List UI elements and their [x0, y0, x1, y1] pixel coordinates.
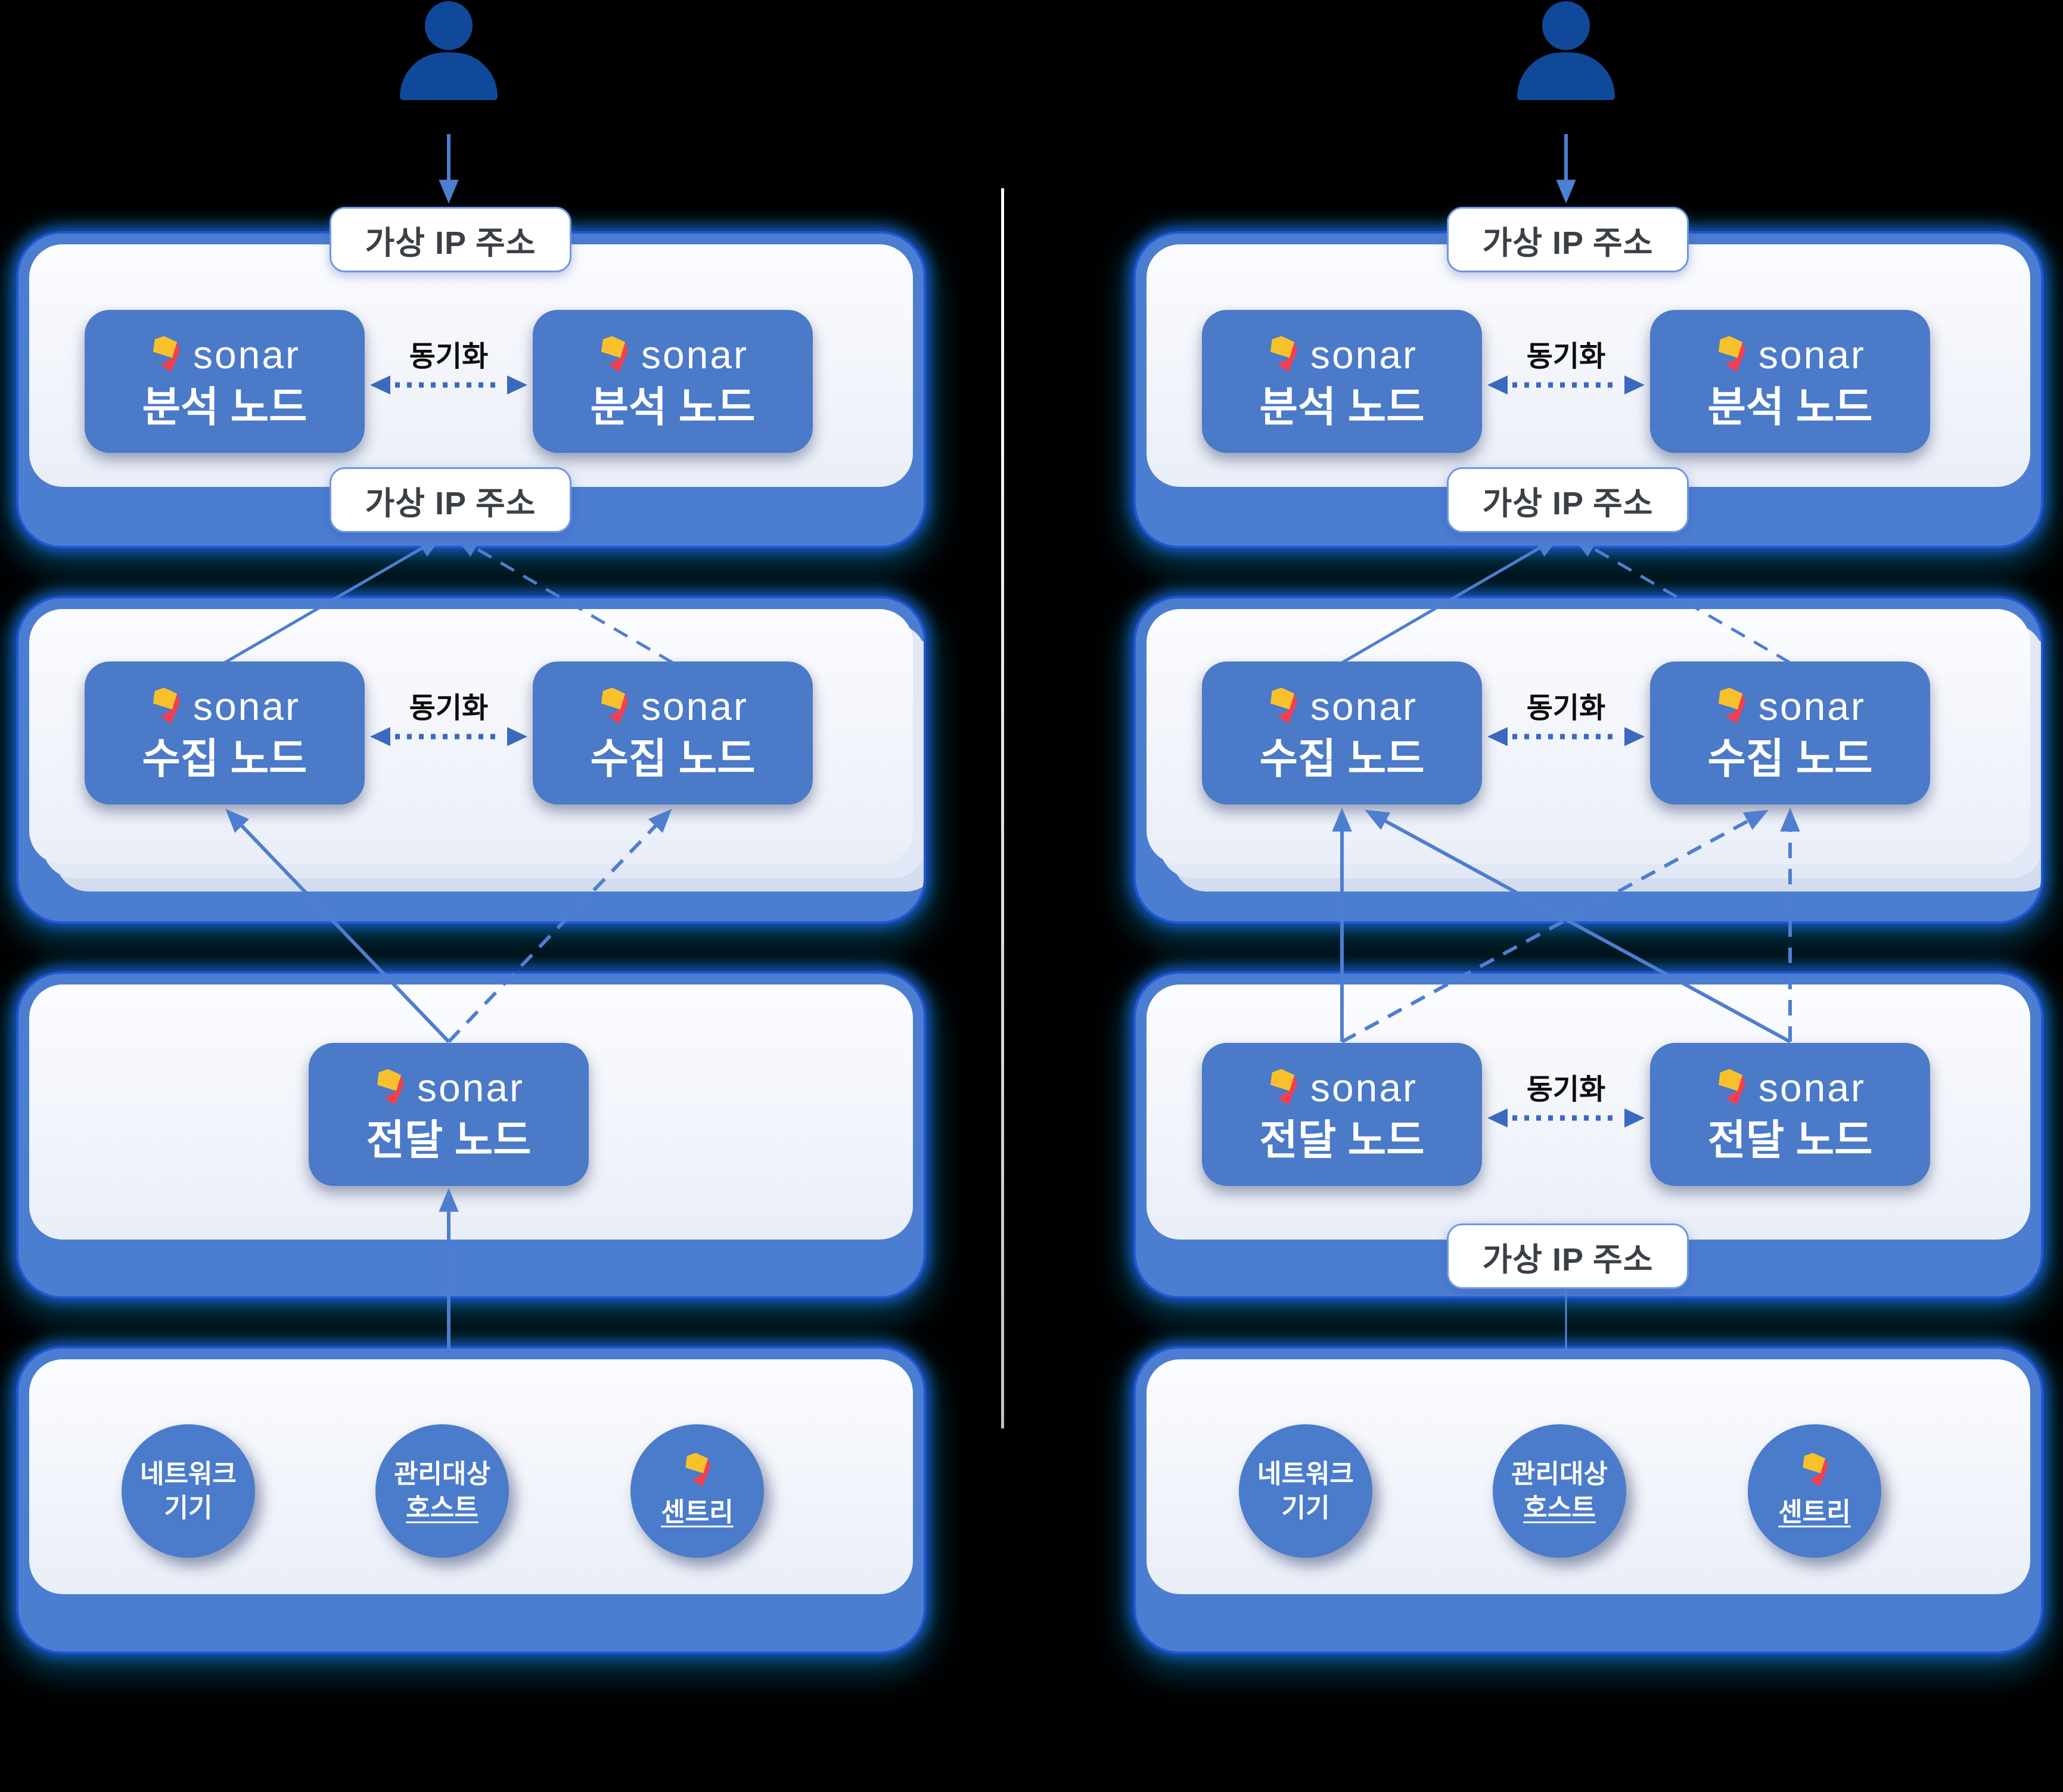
virtual-ip-label: 가상 IP 주소 [1447, 467, 1689, 533]
sonar-logo: sonar [1714, 335, 1866, 374]
node-label: 전달 노드 [366, 1117, 532, 1163]
sonar-logo: sonar [149, 335, 300, 374]
sentry-circle: 센트리 [630, 1424, 764, 1558]
collect-node-card: sonar 수집 노드 [1650, 661, 1930, 805]
sonar-logo: sonar [149, 687, 300, 726]
tier-forward-frame [18, 974, 924, 1296]
sync-label: 동기화 [1526, 692, 1606, 724]
node-label: 수집 노드 [1707, 735, 1873, 782]
node-label: 전달 노드 [1259, 1117, 1425, 1163]
managed-host-circle: 관리대상 호스트 [375, 1424, 509, 1558]
virtual-ip-label: 가상 IP 주소 [330, 467, 571, 533]
circle-label-line: 관리대상 [394, 1459, 490, 1489]
virtual-ip-text: 가상 IP 주소 [365, 225, 536, 261]
sonar-wordmark: sonar [1310, 333, 1418, 377]
sonar-logo: sonar [1714, 687, 1866, 726]
circle-label-line: 센트리 [661, 1498, 734, 1527]
sync-label: 동기화 [1526, 1074, 1606, 1105]
user-head-shape [1542, 1, 1590, 50]
sonar-wordmark: sonar [641, 684, 749, 728]
virtual-ip-text: 가상 IP 주소 [1482, 1241, 1654, 1278]
circle-label-line: 센트리 [1778, 1498, 1851, 1527]
sonar-wordmark: sonar [1758, 684, 1866, 728]
sonar-wordmark: sonar [641, 333, 749, 377]
sonar-wordmark: sonar [1758, 333, 1866, 377]
left-connector-lines [223, 134, 674, 1349]
virtual-ip-label: 가상 IP 주소 [330, 207, 571, 272]
node-label: 분석 노드 [590, 384, 756, 430]
node-label: 전달 노드 [1707, 1117, 1873, 1163]
forward-node-card: sonar 전달 노드 [1202, 1043, 1482, 1186]
node-label: 분석 노드 [1259, 384, 1425, 430]
circle-label-line: 관리대상 [1511, 1459, 1608, 1489]
user-icon [377, 0, 520, 101]
collect-node-card: sonar 수집 노드 [533, 661, 813, 805]
network-device-circle: 네트워크 기기 [122, 1424, 255, 1558]
sonar-wordmark: sonar [417, 1066, 525, 1110]
sonar-logo: sonar [373, 1068, 524, 1107]
sonar-logo: sonar [597, 335, 748, 374]
sonar-logo: sonar [1266, 1068, 1418, 1107]
column-divider [1001, 188, 1004, 1428]
virtual-ip-text: 가상 IP 주소 [365, 485, 536, 521]
circle-label-line: 호스트 [406, 1493, 479, 1523]
analysis-node-card: sonar 분석 노드 [533, 310, 813, 453]
node-label: 분석 노드 [1707, 384, 1873, 430]
collect-node-card: sonar 수집 노드 [1202, 661, 1482, 805]
node-label: 수집 노드 [590, 735, 756, 782]
left-architecture-column: 가상 IP 주소 가상 IP 주소 sonar 분석 노드 sonar 분석 노… [18, 0, 924, 1792]
circle-label-line: 네트워크 [1257, 1459, 1354, 1489]
analysis-node-card: sonar 분석 노드 [1650, 310, 1930, 453]
sonar-wordmark: sonar [1310, 1066, 1418, 1110]
node-label: 분석 노드 [142, 384, 307, 430]
managed-host-circle: 관리대상 호스트 [1493, 1424, 1626, 1558]
sonar-logo: sonar [1266, 335, 1418, 374]
virtual-ip-text: 가상 IP 주소 [1482, 225, 1654, 261]
user-icon [1495, 0, 1638, 101]
sonar-wordmark: sonar [192, 684, 301, 728]
sonar-wordmark: sonar [192, 333, 301, 377]
sync-label: 동기화 [409, 692, 489, 724]
node-label: 수집 노드 [1259, 735, 1425, 782]
circle-label-line: 네트워크 [140, 1459, 237, 1489]
virtual-ip-text: 가상 IP 주소 [1482, 485, 1654, 521]
right-architecture-column: 가상 IP 주소 가상 IP 주소 가상 IP 주소 sonar 분석 노드 s… [1136, 0, 2041, 1792]
sync-label: 동기화 [1526, 341, 1606, 372]
sonar-logo: sonar [1266, 687, 1418, 726]
analysis-node-card: sonar 분석 노드 [1202, 310, 1482, 453]
user-head-shape [425, 1, 473, 50]
forward-node-card: sonar 전달 노드 [1650, 1043, 1930, 1186]
sonar-wordmark: sonar [1758, 1066, 1866, 1110]
sync-label: 동기화 [409, 341, 489, 372]
circle-label-line: 기기 [164, 1493, 213, 1523]
analysis-node-card: sonar 분석 노드 [85, 310, 365, 453]
node-label: 수집 노드 [142, 735, 307, 782]
sonar-wordmark: sonar [1310, 684, 1418, 728]
sonar-logo: sonar [597, 687, 748, 726]
circle-label-line: 호스트 [1523, 1493, 1596, 1523]
collect-node-card: sonar 수집 노드 [85, 661, 365, 805]
sonar-logo: sonar [1714, 1068, 1866, 1107]
virtual-ip-label: 가상 IP 주소 [1447, 1223, 1689, 1289]
forward-node-card: sonar 전달 노드 [309, 1043, 589, 1186]
circle-label-line: 기기 [1281, 1493, 1330, 1523]
virtual-ip-label: 가상 IP 주소 [1447, 207, 1689, 272]
sentry-circle: 센트리 [1748, 1424, 1881, 1558]
network-device-circle: 네트워크 기기 [1239, 1424, 1372, 1558]
right-connector-lines [1332, 134, 1800, 1349]
